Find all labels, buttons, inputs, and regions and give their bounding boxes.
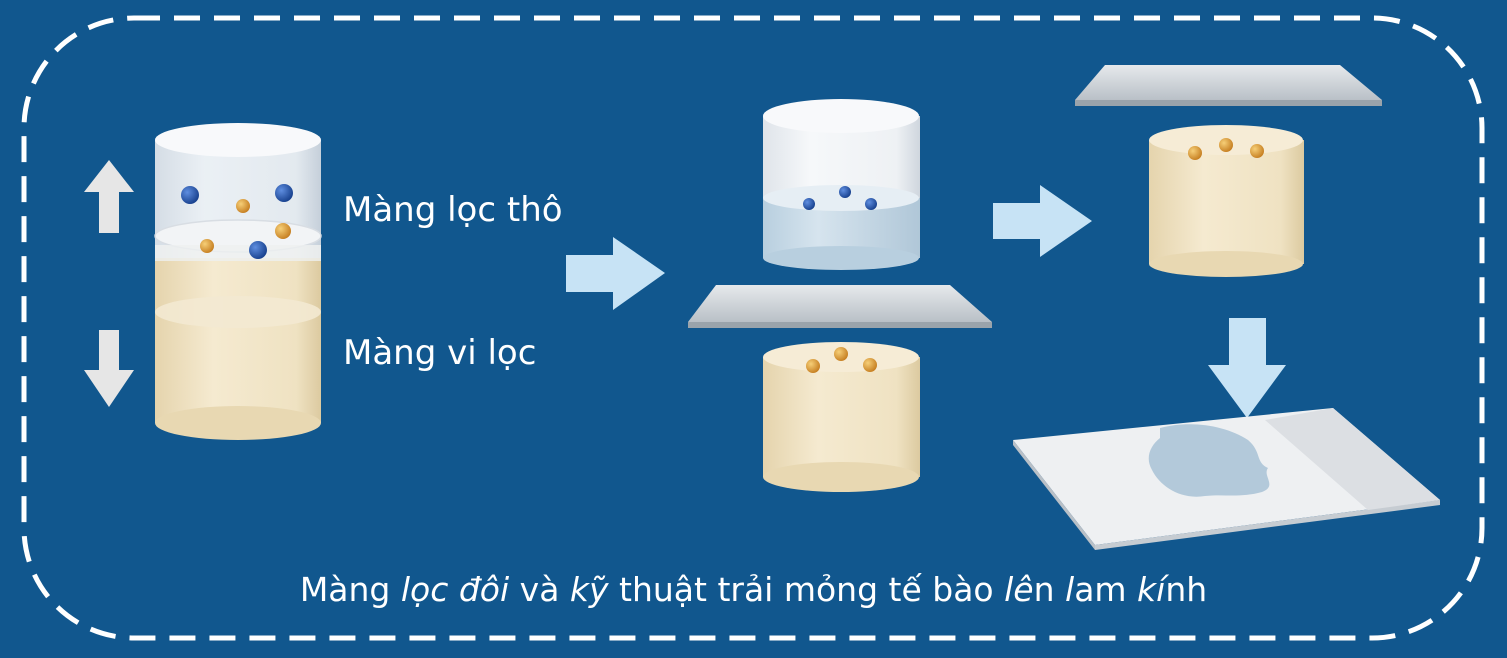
- particles-stage1: [181, 184, 293, 259]
- orange-particle: [863, 358, 877, 372]
- caption-segment: và: [509, 570, 570, 609]
- blue-particle: [865, 198, 877, 210]
- pressed-filter-cylinder: [1149, 125, 1304, 277]
- glass-slide-edge: [1075, 100, 1382, 106]
- orange-particle: [200, 239, 214, 253]
- caption-segment: thuật trải mỏng tế bào: [608, 570, 1005, 609]
- blue-particle: [249, 241, 267, 259]
- right-arrow-icon: [566, 237, 665, 310]
- micro-filter-label: Màng vi lọc: [343, 333, 537, 373]
- caption-segment: am: [1074, 570, 1138, 609]
- blue-particle: [839, 186, 851, 198]
- glass-slide-edge: [688, 322, 992, 328]
- dashed-border: [21, 15, 1485, 641]
- orange-particle: [806, 359, 820, 373]
- slide-with-cell-smear: [1013, 408, 1440, 550]
- orange-particle: [236, 199, 250, 213]
- blue-particle: [803, 198, 815, 210]
- down-arrow-icon: [84, 330, 134, 407]
- coarse-filter-label: Màng lọc thô: [343, 190, 563, 230]
- caption-segment: kỹ: [569, 570, 609, 609]
- right-arrow-icon: [993, 185, 1092, 257]
- caption-segment: lọc đôi: [400, 570, 510, 609]
- glass-slide: [1075, 65, 1382, 100]
- blue-particle: [181, 186, 199, 204]
- down-arrow-big-icon: [1208, 318, 1286, 418]
- glass-slide: [688, 285, 992, 322]
- orange-particle: [1219, 138, 1233, 152]
- cell-smear: [1148, 424, 1270, 497]
- coarse-filter-cylinder: [763, 99, 920, 270]
- up-arrow-icon: [84, 160, 134, 233]
- caption-segment: Màng: [299, 570, 401, 609]
- orange-particle: [275, 223, 291, 239]
- caption-segment: kí: [1137, 570, 1166, 609]
- orange-particle: [834, 347, 848, 361]
- caption-segment: lê: [1004, 570, 1034, 609]
- blue-particle: [275, 184, 293, 202]
- double-filter-cylinder: [154, 123, 322, 440]
- microfilter-cylinder: [763, 342, 920, 492]
- caption-segment: nh: [1165, 570, 1208, 609]
- caption-segment: n: [1033, 570, 1066, 609]
- caption: Màng lọc đôi và kỹ thuật trải mỏng tế bà…: [0, 570, 1507, 609]
- orange-particle: [1250, 144, 1264, 158]
- orange-particle: [1188, 146, 1202, 160]
- caption-segment: l: [1065, 570, 1075, 609]
